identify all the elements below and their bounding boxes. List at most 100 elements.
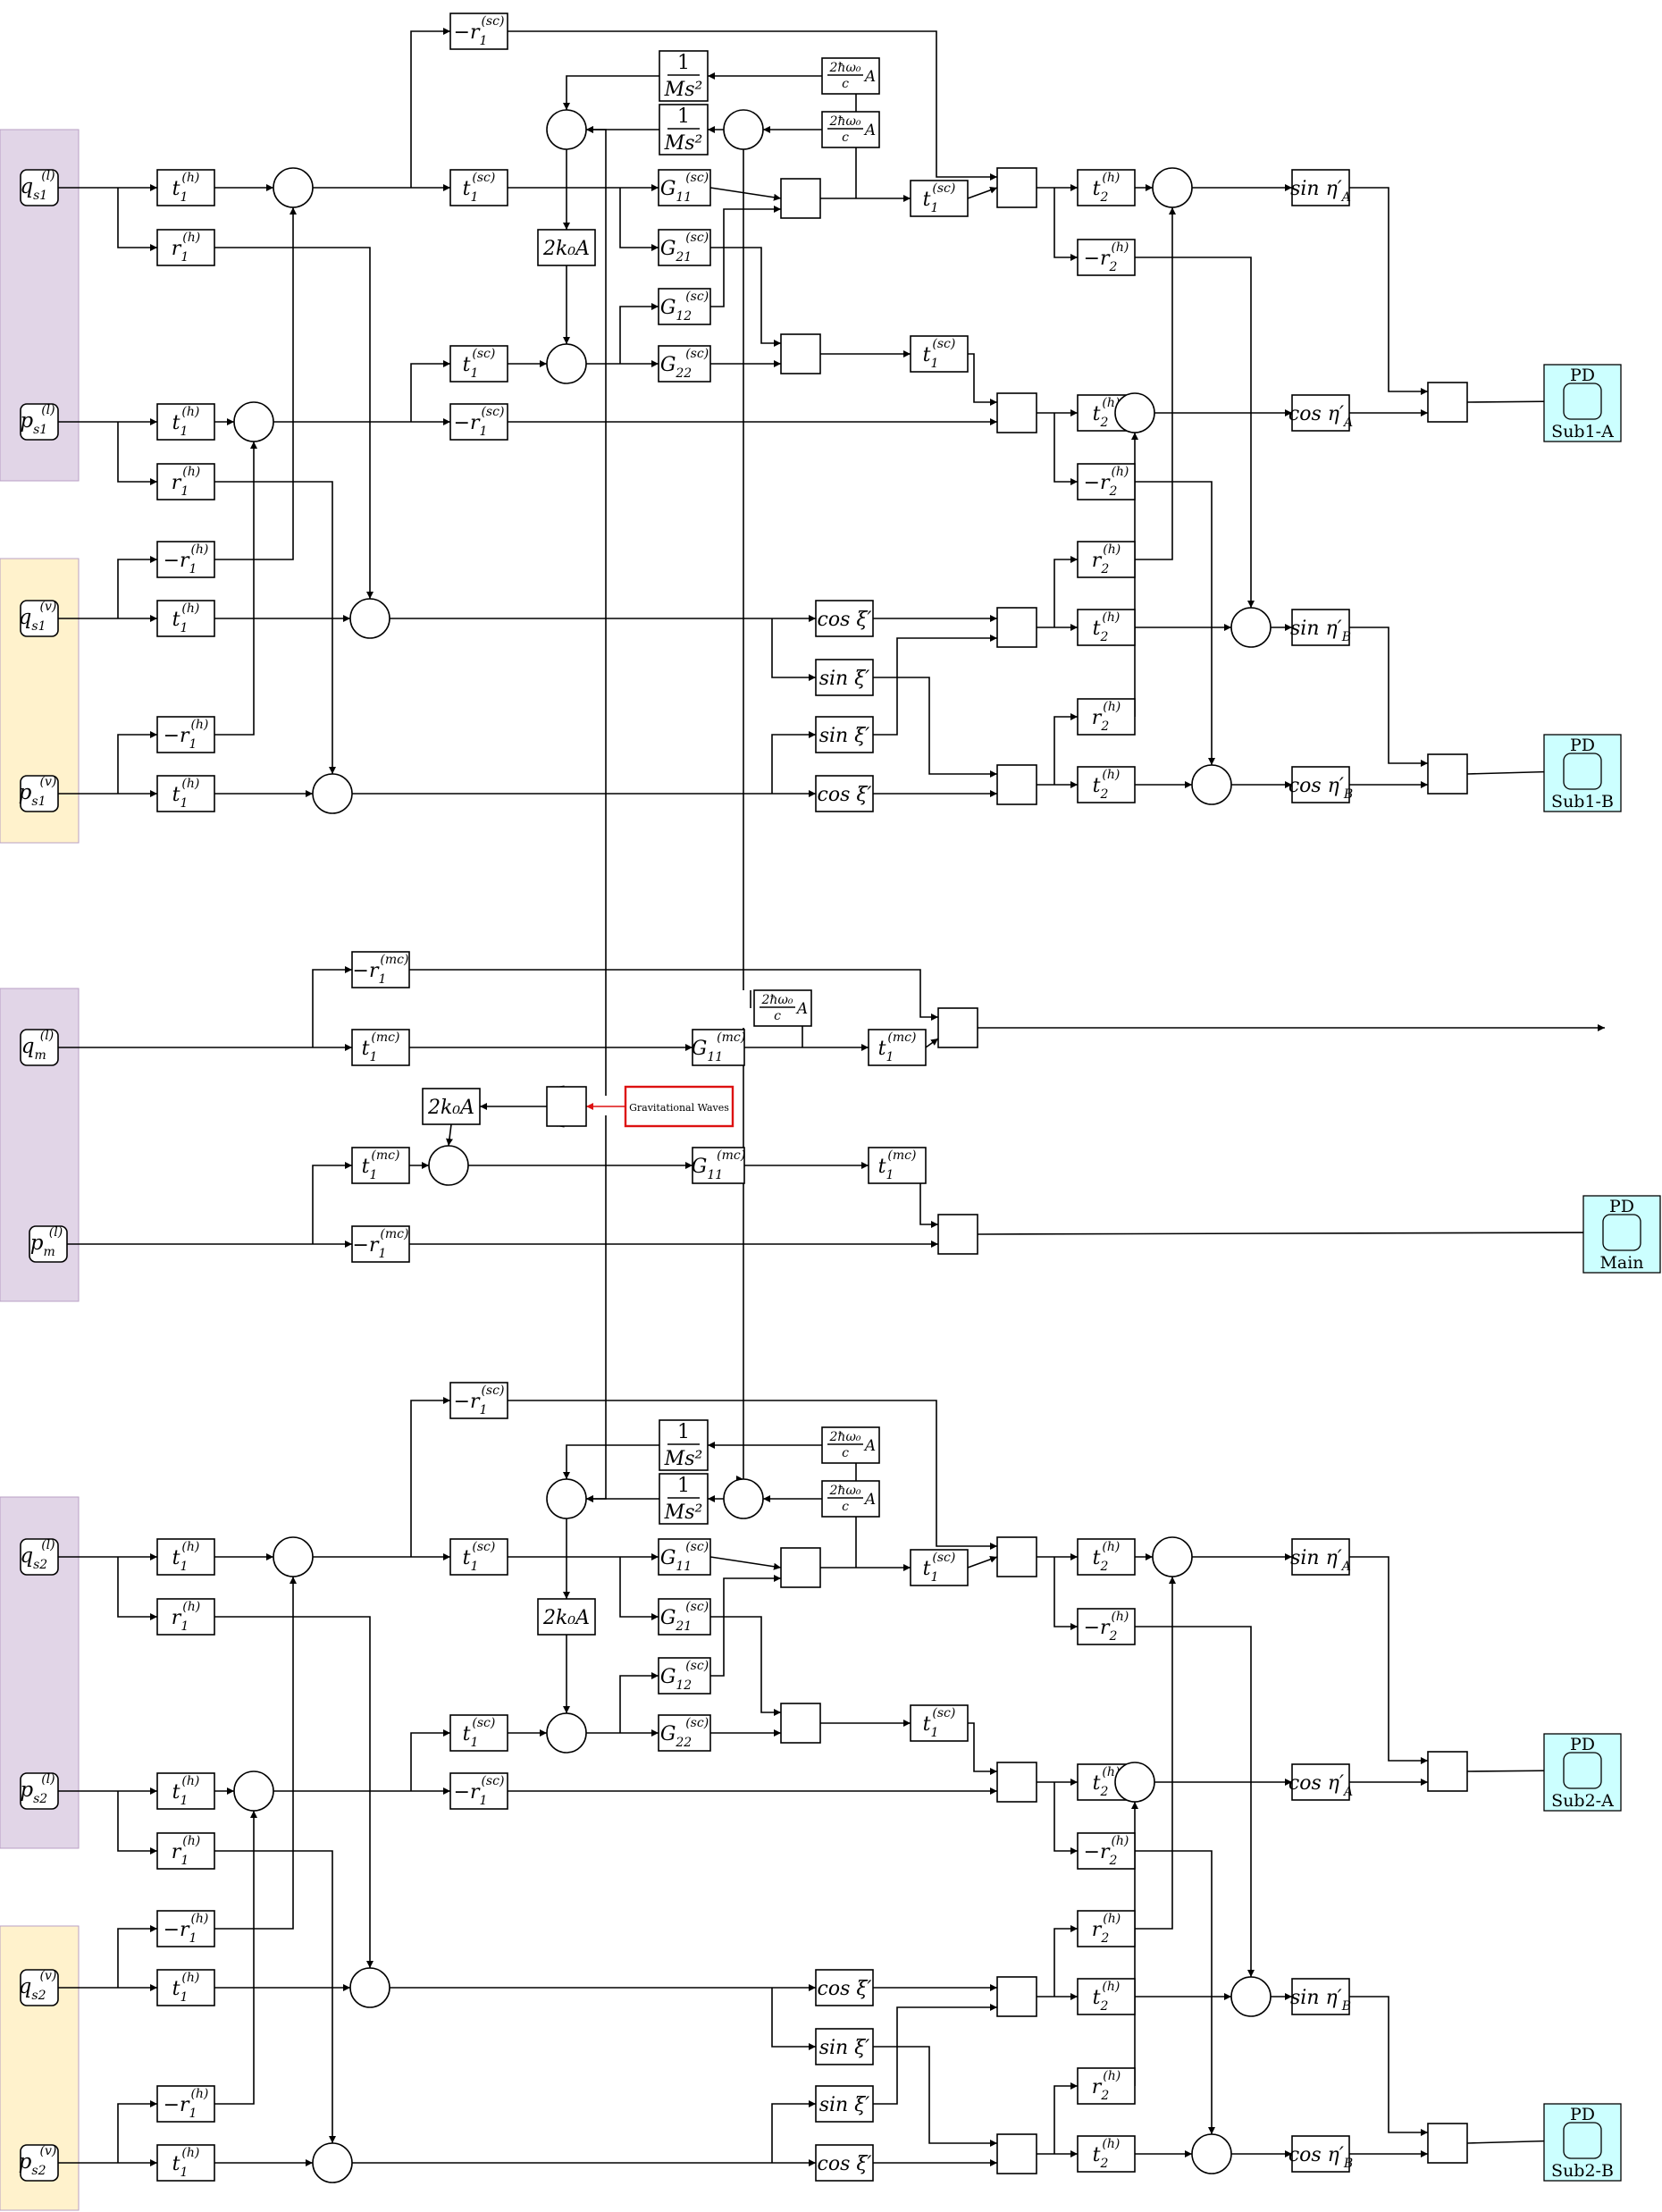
block-frame (815, 716, 874, 753)
block-frame (449, 1772, 508, 1810)
signal-wire (709, 187, 782, 201)
input-frame (20, 775, 59, 812)
summing-node (349, 1967, 390, 2008)
label: pm(l) (30, 1225, 63, 1259)
block-B_nr1c: −r1(h) (156, 1910, 215, 1947)
block-A_r2c: r2(h) (1077, 541, 1136, 578)
block-frame (659, 1473, 709, 1525)
block-B_G21: G21(sc) (658, 1598, 711, 1636)
block-frame (1427, 2123, 1468, 2164)
block-frame (815, 2144, 874, 2182)
summing-node (1152, 167, 1193, 208)
signal-wire (925, 1038, 939, 1048)
block-frame (659, 50, 709, 102)
block-frame (996, 2133, 1037, 2174)
block-A_t2d: t2(h) (1077, 766, 1136, 803)
block-B_r1a: r1(h) (156, 1598, 215, 1636)
summing-node (349, 598, 390, 639)
block-frame (658, 169, 711, 206)
block-A_t1d: t1(h) (156, 775, 215, 812)
block-frame (996, 1976, 1037, 2017)
block-A_t1b: t1(h) (156, 403, 215, 441)
block-frame (658, 1598, 711, 1636)
label: c (842, 1500, 849, 1514)
label: t2(h) (1093, 2137, 1121, 2171)
block-frame (815, 1969, 874, 2006)
block-frame (1077, 2067, 1136, 2105)
label: 2ħω₀ (829, 114, 861, 129)
block-frame (910, 1704, 969, 1742)
label: −r2(h) (1084, 1610, 1129, 1644)
label: 1 (677, 1421, 690, 1443)
label: t1(sc) (923, 181, 956, 215)
summing-node (1114, 1762, 1155, 1803)
photodetector-sensor (1563, 2122, 1602, 2159)
block-A_sx1: sin ξ′ (815, 659, 874, 696)
label: G11(mc) (692, 1148, 745, 1182)
block-frame (659, 104, 709, 156)
signal-wire (873, 2046, 997, 2147)
signal-wire (1135, 257, 1255, 608)
label: 1 (677, 1475, 690, 1497)
label: t1(h) (172, 777, 200, 811)
label: t1(h) (172, 601, 200, 635)
label: cos ξ′ (818, 2153, 872, 2175)
block-M_nr: −r1(mc) (351, 951, 410, 988)
label: cos η′A (1288, 403, 1353, 430)
signal-wire (214, 1577, 297, 1930)
signal-wire (1053, 188, 1078, 261)
signal-wire (710, 1616, 781, 1716)
input-node-B_pL: ps2(l) (20, 1772, 59, 1810)
summing-node (233, 401, 274, 442)
block-frame (351, 951, 410, 988)
label: t1(sc) (463, 1716, 496, 1750)
block-frame (821, 1426, 880, 1464)
signal-nodes-layer: qs1(l)ps1(l)qs1(v)ps1(v)t1(h)r1(h)t1(h)r… (19, 13, 1661, 2183)
signal-wire (1135, 207, 1176, 560)
block-frame (937, 1007, 978, 1048)
photodetector-name: Sub1-B (1551, 792, 1614, 812)
label: t2(h) (1093, 610, 1121, 644)
signal-wire (873, 677, 997, 778)
block-frame (868, 1029, 927, 1066)
mixer-block (996, 1976, 1037, 2017)
input-frame (29, 1225, 68, 1263)
photodetector-sensor (1563, 383, 1602, 420)
block-frame (156, 1538, 215, 1576)
signal-wire (410, 360, 450, 422)
summing-node (273, 167, 314, 208)
signal-wire (771, 618, 816, 681)
label: t1(h) (172, 405, 200, 439)
block-frame (815, 2085, 874, 2123)
photodetector-title: PD (1609, 1197, 1634, 1216)
signal-wire (409, 969, 938, 1021)
block-A_nr2b: −r2(h) (1077, 463, 1136, 500)
summing-node (1230, 607, 1272, 648)
label: t2(h) (1093, 768, 1121, 802)
summing-node (1152, 1536, 1193, 1577)
signal-wire (1053, 1557, 1078, 1630)
photodetector-title: PD (1570, 2105, 1595, 2124)
label: ps2(l) (20, 1772, 55, 1806)
label: 2k₀A (427, 1097, 474, 1119)
label: t1(sc) (923, 337, 956, 371)
block-A_nr2a: −r2(h) (1077, 239, 1136, 276)
photodetector-name: Sub2-A (1551, 1791, 1614, 1811)
signal-wire (1349, 627, 1428, 767)
mixer-block (996, 2133, 1037, 2174)
block-B_nr1sc_b: −r1(sc) (449, 1772, 508, 1810)
label: qs1(v) (19, 600, 57, 634)
input-node-B_pV: ps2(v) (19, 2144, 59, 2182)
label: t1(h) (172, 1774, 200, 1808)
label: cos η′B (1288, 2144, 1353, 2171)
label: −r1(mc) (353, 953, 409, 987)
summing-node (312, 773, 353, 814)
mixer-block (1427, 1751, 1468, 1792)
gw-label: Gravitational Waves (629, 1102, 729, 1114)
block-frame (449, 169, 508, 206)
block-A_G12: G12(sc) (658, 288, 711, 325)
